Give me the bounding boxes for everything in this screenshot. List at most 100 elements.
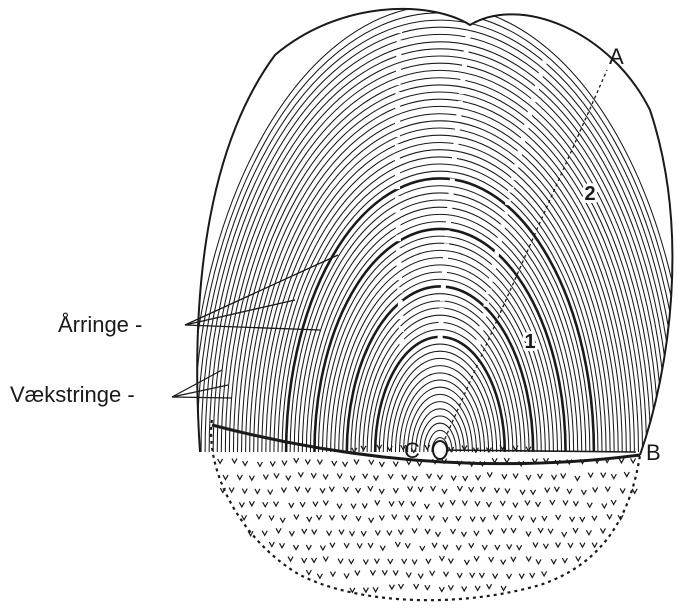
- point-b-label: B: [646, 442, 661, 464]
- denticle: [427, 474, 432, 479]
- denticle: [382, 570, 387, 575]
- denticle: [357, 543, 362, 548]
- denticle: [288, 557, 293, 562]
- denticle: [457, 573, 462, 578]
- denticle: [475, 586, 480, 591]
- denticle: [482, 545, 487, 550]
- denticle: [350, 476, 355, 481]
- denticle: [354, 459, 359, 464]
- denticle: [489, 557, 494, 562]
- denticle: [552, 475, 557, 480]
- denticle: [632, 489, 637, 494]
- denticle: [306, 545, 311, 550]
- denticle: [257, 462, 262, 467]
- denticle: [389, 501, 394, 506]
- denticle: [474, 531, 479, 536]
- denticle: [330, 572, 335, 577]
- denticle: [469, 543, 474, 548]
- denticle: [513, 503, 518, 508]
- denticle: [307, 517, 312, 522]
- denticle: [448, 585, 453, 590]
- scale-focus: [433, 441, 447, 459]
- denticle: [342, 515, 347, 520]
- denticle: [398, 584, 403, 589]
- denticle: [330, 543, 335, 548]
- denticle: [320, 546, 325, 551]
- denticle: [237, 475, 242, 480]
- denticle: [280, 518, 285, 523]
- denticle: [456, 545, 461, 550]
- denticle: [281, 488, 286, 493]
- denticle: [517, 545, 522, 550]
- denticle: [232, 459, 237, 464]
- denticle: [298, 472, 303, 477]
- annual-ring-number-2: 2: [584, 183, 595, 205]
- denticle: [436, 532, 441, 537]
- denticle: [412, 559, 417, 564]
- denticle: [531, 517, 536, 522]
- growth-ring-line: [290, 186, 590, 452]
- denticle: [543, 544, 548, 549]
- denticle: [493, 574, 498, 579]
- denticle: [269, 542, 274, 547]
- denticle: [619, 458, 624, 463]
- denticle: [380, 546, 385, 551]
- denticle: [486, 502, 491, 507]
- denticle: [507, 515, 512, 520]
- denticle: [530, 573, 535, 578]
- denticle: [507, 544, 512, 549]
- denticle: [311, 473, 316, 478]
- denticle: [305, 459, 310, 464]
- denticle: [463, 476, 468, 481]
- denticle: [592, 516, 597, 521]
- denticle: [323, 556, 328, 561]
- denticle: [431, 486, 436, 491]
- denticle: [525, 500, 530, 505]
- point-a-label: A: [609, 46, 624, 68]
- denticle: [561, 473, 566, 478]
- denticle: [542, 516, 547, 521]
- denticle: [462, 586, 467, 591]
- denticle: [425, 585, 430, 590]
- denticle: [218, 459, 223, 464]
- growth-ring-line: [379, 344, 501, 452]
- denticle: [229, 488, 234, 493]
- denticle: [395, 542, 400, 547]
- denticle: [280, 543, 285, 548]
- denticle: [550, 500, 555, 505]
- denticle: [631, 458, 636, 463]
- denticle: [269, 515, 274, 520]
- denticle: [545, 488, 550, 493]
- denticle: [480, 517, 485, 522]
- denticle: [379, 462, 384, 467]
- denticle: [443, 545, 448, 550]
- denticle: [379, 489, 384, 494]
- denticle: [356, 516, 361, 521]
- denticle: [442, 489, 447, 494]
- denticle: [420, 546, 425, 551]
- denticle: [526, 557, 531, 562]
- point-c-label: C: [404, 440, 420, 462]
- denticle: [350, 531, 355, 536]
- denticle: [444, 572, 449, 577]
- denticle: [263, 475, 268, 480]
- denticle: [369, 460, 374, 465]
- denticle: [568, 543, 573, 548]
- denticle: [556, 543, 561, 548]
- denticle: [406, 573, 411, 578]
- growth-ring-line: [339, 272, 542, 452]
- denticle: [379, 515, 384, 520]
- denticle: [242, 515, 247, 520]
- denticle: [289, 503, 294, 508]
- denticle: [533, 542, 538, 547]
- denticle: [363, 559, 368, 564]
- denticle: [375, 500, 380, 505]
- denticle: [312, 530, 317, 535]
- denticle: [249, 476, 254, 481]
- denticle: [408, 486, 413, 491]
- denticle: [393, 570, 398, 575]
- denticle: [502, 474, 507, 479]
- denticle: [411, 501, 416, 506]
- scale-boundary-line: [212, 425, 640, 464]
